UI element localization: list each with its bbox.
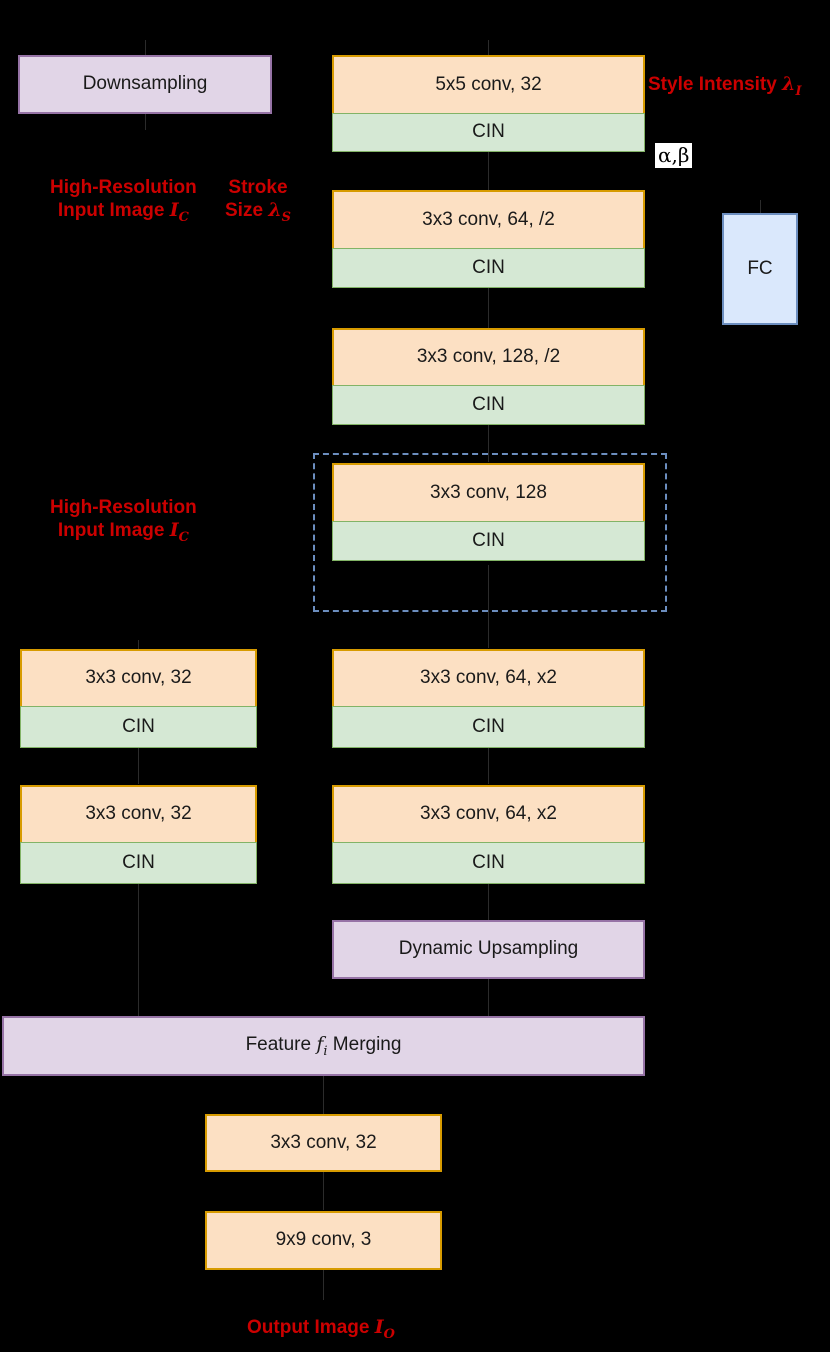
lambda-i-symbol: λI (782, 73, 802, 99)
residual-group-dashed-box (313, 453, 667, 612)
right-cin-block-2-label: CIN (472, 851, 505, 873)
cin-block-4-label: CIN (472, 529, 505, 551)
f-i-symbol: fi (316, 1032, 328, 1059)
alpha-beta-label: α,β (655, 143, 693, 168)
connector-line (488, 152, 489, 190)
dynamic-upsampling-label: Dynamic Upsampling (398, 938, 579, 960)
right-conv-block-2[interactable]: 3x3 conv, 64, x2 (332, 785, 645, 842)
downsampling-label: Downsampling (82, 73, 208, 95)
connector-line (488, 288, 489, 328)
connector-line (145, 40, 146, 56)
conv-block-2-label: 3x3 conv, 64, /2 (422, 208, 555, 230)
feature-merging-pre: Feature (245, 1033, 317, 1055)
feature-merging-block[interactable]: Feature fi Merging (2, 1016, 645, 1076)
right-conv-block-1[interactable]: 3x3 conv, 64, x2 (332, 649, 645, 706)
left-conv-block-2[interactable]: 3x3 conv, 32 (20, 785, 257, 842)
connector-line (145, 114, 146, 130)
cin-block-2[interactable]: CIN (332, 248, 645, 288)
cin-block-3-label: CIN (472, 393, 505, 415)
connector-line (488, 40, 489, 56)
connector-line (488, 978, 489, 1016)
left-conv-block-1-label: 3x3 conv, 32 (85, 667, 192, 689)
connector-line (138, 884, 139, 1016)
style-intensity-label: Style Intensity λI (648, 73, 801, 100)
high-res-line2-pre: Input Image (57, 200, 170, 222)
conv-block-3-label: 3x3 conv, 128, /2 (416, 346, 561, 368)
connector-line (323, 1172, 324, 1210)
right-cin-block-1[interactable]: CIN (332, 706, 645, 748)
left-conv-block-1[interactable]: 3x3 conv, 32 (20, 649, 257, 706)
output-conv-block-1[interactable]: 3x3 conv, 32 (205, 1114, 442, 1172)
lambda-s-symbol: λS (268, 199, 291, 225)
output-conv-block-2[interactable]: 9x9 conv, 3 (205, 1211, 442, 1270)
left-cin-block-1[interactable]: CIN (20, 706, 257, 748)
high-res2-line2-pre: Input Image (57, 520, 170, 542)
connector-line (488, 425, 489, 462)
fc-label: FC (747, 257, 773, 279)
cin-block-1-label: CIN (472, 121, 505, 143)
connector-line (488, 884, 489, 920)
cin-block-1[interactable]: CIN (332, 113, 645, 152)
i-o-symbol: IO (374, 1316, 395, 1342)
cin-block-3[interactable]: CIN (332, 385, 645, 425)
right-conv-block-2-label: 3x3 conv, 64, x2 (420, 803, 557, 825)
conv-block-2[interactable]: 3x3 conv, 64, /2 (332, 190, 645, 248)
high-res-input-label-2: High-Resolution Input Image IC (50, 496, 197, 546)
i-c-symbol-2: IC (169, 519, 189, 545)
output-pre: Output Image (247, 1317, 375, 1338)
conv-block-3[interactable]: 3x3 conv, 128, /2 (332, 328, 645, 385)
left-cin-block-2-label: CIN (122, 851, 155, 873)
i-c-symbol: IC (169, 199, 189, 225)
output-conv-block-2-label: 9x9 conv, 3 (275, 1229, 372, 1251)
high-res2-line1: High-Resolution (50, 497, 197, 518)
stroke-size-label: Stroke Size λS (225, 176, 291, 226)
left-cin-block-1-label: CIN (122, 715, 155, 737)
cin-block-4[interactable]: CIN (332, 521, 645, 561)
cin-block-2-label: CIN (472, 256, 505, 278)
conv-block-4[interactable]: 3x3 conv, 128 (332, 463, 645, 521)
style-intensity-text: Style Intensity (648, 74, 783, 95)
feature-merging-post: Merging (327, 1033, 402, 1055)
connector-line (323, 1076, 324, 1114)
right-conv-block-1-label: 3x3 conv, 64, x2 (420, 667, 557, 689)
output-conv-block-1-label: 3x3 conv, 32 (270, 1131, 377, 1153)
connector-line (488, 748, 489, 784)
downsampling-block[interactable]: Downsampling (18, 55, 272, 114)
fc-block[interactable]: FC (722, 213, 798, 325)
stroke-line2-pre: Size (225, 200, 269, 222)
right-cin-block-2[interactable]: CIN (332, 842, 645, 884)
high-res-input-label: High-Resolution Input Image IC (50, 176, 197, 226)
connector-line (138, 748, 139, 784)
dynamic-upsampling-block[interactable]: Dynamic Upsampling (332, 920, 645, 979)
stroke-line1: Stroke (228, 177, 288, 198)
connector-line (138, 640, 139, 650)
conv-block-1[interactable]: 5x5 conv, 32 (332, 55, 645, 113)
conv-block-4-label: 3x3 conv, 128 (430, 481, 547, 503)
left-conv-block-2-label: 3x3 conv, 32 (85, 803, 192, 825)
right-cin-block-1-label: CIN (472, 715, 505, 737)
connector-line (488, 565, 489, 648)
left-cin-block-2[interactable]: CIN (20, 842, 257, 884)
output-image-label: Output Image IO (247, 1316, 395, 1343)
conv-block-1-label: 5x5 conv, 32 (435, 73, 542, 95)
connector-line (760, 200, 761, 214)
high-res-line1: High-Resolution (50, 177, 197, 198)
alpha-beta-text: α,β (658, 143, 690, 167)
connector-line (323, 1270, 324, 1300)
feature-merging-label: Feature fi Merging (245, 1032, 402, 1059)
